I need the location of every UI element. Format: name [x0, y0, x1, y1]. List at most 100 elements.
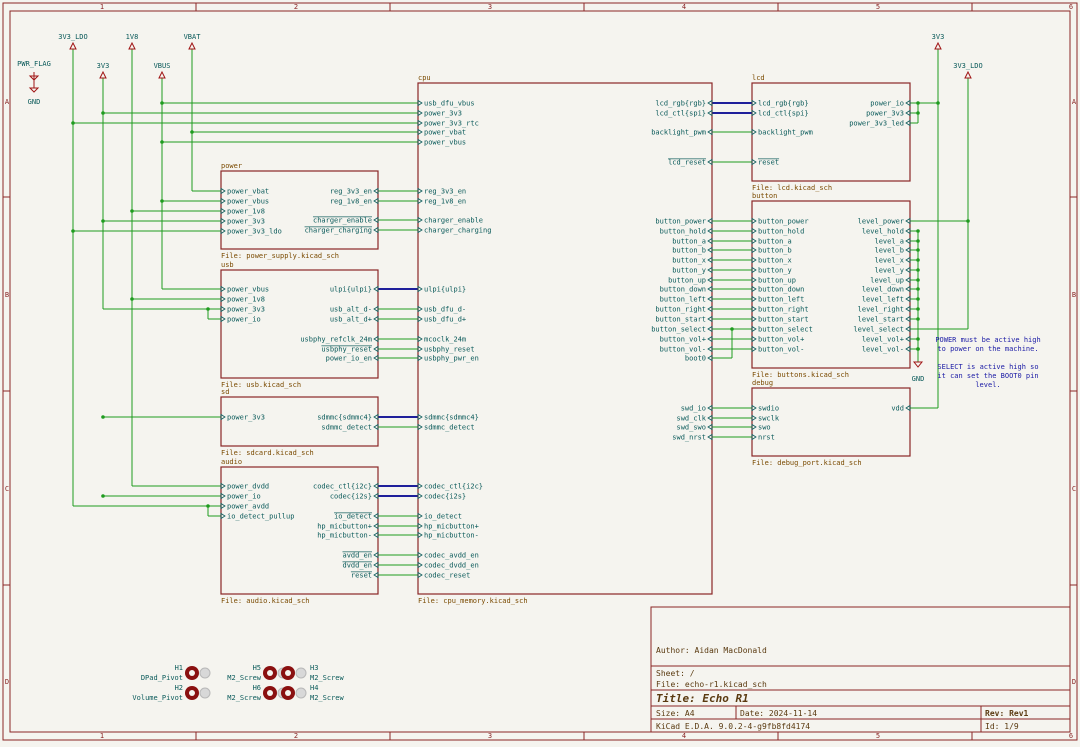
sheet-pin[interactable]	[417, 413, 423, 421]
sheet-pin[interactable]	[905, 404, 911, 412]
sheet-pin[interactable]	[751, 285, 757, 293]
sheet-pin[interactable]	[751, 305, 757, 313]
sheet-pin[interactable]	[373, 305, 379, 313]
sheet-sd-border[interactable]	[220, 396, 379, 447]
sheet-pin[interactable]	[417, 197, 423, 205]
sheet-pin[interactable]	[905, 237, 911, 245]
sheet-pin[interactable]	[417, 216, 423, 224]
sheet-pin[interactable]	[373, 354, 379, 362]
sheet-pin[interactable]	[707, 433, 713, 441]
sheet-pin[interactable]	[417, 109, 423, 117]
sheet-pin[interactable]	[905, 315, 911, 323]
sheet-pin[interactable]	[417, 99, 423, 107]
sheet-pin[interactable]	[905, 119, 911, 127]
sheet-pin[interactable]	[751, 414, 757, 422]
sheet-pin[interactable]	[417, 226, 423, 234]
sheet-pin[interactable]	[417, 492, 423, 500]
sheet-pin[interactable]	[751, 99, 757, 107]
sheet-pin[interactable]	[417, 531, 423, 539]
sheet-pin[interactable]	[220, 413, 226, 421]
sheet-pin[interactable]	[751, 128, 757, 136]
sheet-pin[interactable]	[905, 227, 911, 235]
sheet-pin[interactable]	[417, 423, 423, 431]
sheet-debug-border[interactable]	[751, 387, 911, 457]
sheet-pin[interactable]	[905, 99, 911, 107]
sheet-pin[interactable]	[373, 551, 379, 559]
sheet-pin[interactable]	[373, 482, 379, 490]
sheet-pin[interactable]	[751, 217, 757, 225]
sheet-pin[interactable]	[905, 266, 911, 274]
sheet-pin[interactable]	[220, 295, 226, 303]
sheet-pin[interactable]	[751, 237, 757, 245]
sheet-pin[interactable]	[707, 266, 713, 274]
sheet-pin[interactable]	[373, 335, 379, 343]
sheet-pin[interactable]	[220, 305, 226, 313]
sheet-pin[interactable]	[417, 522, 423, 530]
sheet-pin[interactable]	[751, 276, 757, 284]
sheet-pin[interactable]	[751, 109, 757, 117]
sheet-pin[interactable]	[707, 237, 713, 245]
sheet-pin[interactable]	[905, 246, 911, 254]
sheet-pin[interactable]	[373, 492, 379, 500]
sheet-pin[interactable]	[220, 502, 226, 510]
sheet-pin[interactable]	[905, 325, 911, 333]
sheet-pin[interactable]	[905, 345, 911, 353]
sheet-pin[interactable]	[220, 315, 226, 323]
sheet-pin[interactable]	[707, 227, 713, 235]
sheet-pin[interactable]	[751, 315, 757, 323]
sheet-pin[interactable]	[707, 285, 713, 293]
sheet-pin[interactable]	[751, 345, 757, 353]
sheet-pin[interactable]	[751, 423, 757, 431]
sheet-pin[interactable]	[220, 217, 226, 225]
sheet-pin[interactable]	[905, 256, 911, 264]
sheet-pin[interactable]	[751, 266, 757, 274]
sheet-pin[interactable]	[373, 512, 379, 520]
sheet-pin[interactable]	[417, 551, 423, 559]
sheet-pin[interactable]	[707, 295, 713, 303]
sheet-pin[interactable]	[417, 285, 423, 293]
sheet-pin[interactable]	[373, 345, 379, 353]
sheet-pin[interactable]	[707, 414, 713, 422]
sheet-pin[interactable]	[417, 138, 423, 146]
sheet-pin[interactable]	[417, 119, 423, 127]
sheet-pin[interactable]	[373, 197, 379, 205]
sheet-usb-border[interactable]	[220, 269, 379, 379]
sheet-pin[interactable]	[220, 227, 226, 235]
sheet-pin[interactable]	[373, 285, 379, 293]
sheet-pin[interactable]	[707, 325, 713, 333]
sheet-pin[interactable]	[707, 354, 713, 362]
sheet-pin[interactable]	[220, 492, 226, 500]
sheet-pin[interactable]	[417, 571, 423, 579]
sheet-pin[interactable]	[707, 246, 713, 254]
sheet-pin[interactable]	[751, 246, 757, 254]
sheet-pin[interactable]	[373, 561, 379, 569]
sheet-pin[interactable]	[220, 187, 226, 195]
sheet-pin[interactable]	[417, 187, 423, 195]
sheet-pin[interactable]	[220, 512, 226, 520]
sheet-pin[interactable]	[707, 345, 713, 353]
sheet-pin[interactable]	[417, 305, 423, 313]
sheet-pin[interactable]	[707, 335, 713, 343]
sheet-audio-border[interactable]	[220, 466, 379, 595]
sheet-pin[interactable]	[751, 433, 757, 441]
sheet-pin[interactable]	[220, 197, 226, 205]
sheet-pin[interactable]	[751, 325, 757, 333]
sheet-pin[interactable]	[220, 207, 226, 215]
sheet-pin[interactable]	[905, 335, 911, 343]
sheet-pin[interactable]	[751, 256, 757, 264]
sheet-pin[interactable]	[707, 109, 713, 117]
sheet-pin[interactable]	[707, 305, 713, 313]
sheet-pin[interactable]	[751, 227, 757, 235]
sheet-pin[interactable]	[220, 482, 226, 490]
